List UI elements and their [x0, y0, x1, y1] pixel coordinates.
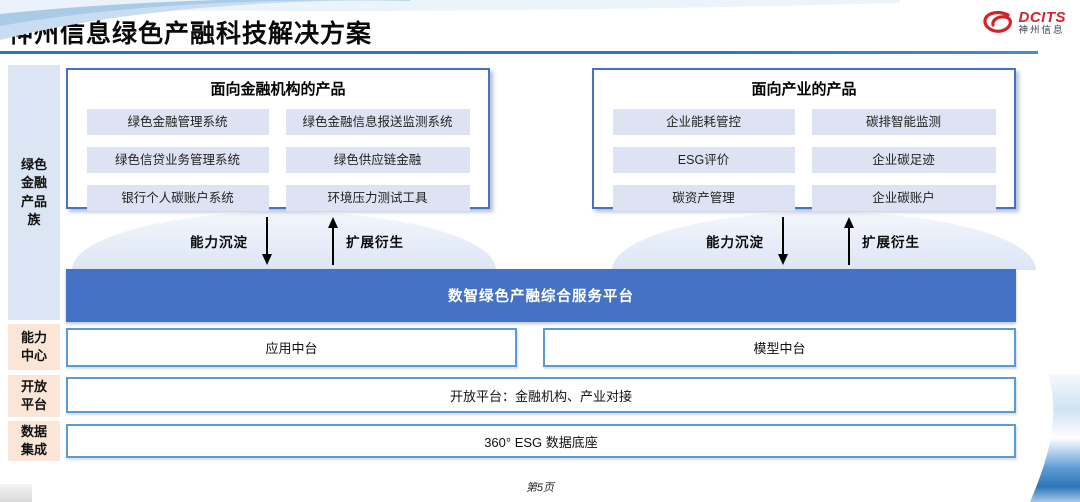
industry-box-grid: 企业能耗管控 碳排智能监测 ESG评价 企业碳足迹 碳资产管理 企业碳账户 — [594, 109, 1014, 211]
product-item: 碳排智能监测 — [811, 109, 996, 135]
capability-sink-label: 能力沉淀 — [190, 235, 248, 250]
product-item: 绿色金融管理系统 — [86, 109, 269, 135]
platform-bar-label: 数智绿色产融综合服务平台 — [448, 289, 634, 305]
arrow-up-icon — [328, 217, 338, 265]
arrow-up-icon — [844, 217, 854, 265]
sidebar-label-open-platform: 开放平台 — [8, 375, 60, 417]
product-item: ESG评价 — [612, 147, 795, 173]
sidebar-label-capability-center: 能力中心 — [8, 324, 60, 370]
expand-derive-label: 扩展衍生 — [862, 235, 920, 250]
application-middle-platform-box: 应用中台 — [66, 328, 517, 367]
page-title: 神州信息绿色产融科技解决方案 — [8, 20, 373, 48]
industry-products-box: 面向产业的产品 企业能耗管控 碳排智能监测 ESG评价 企业碳足迹 碳资产管理 … — [592, 68, 1016, 211]
dcits-swirl-icon — [982, 10, 1012, 33]
arrow-group-left: 能力沉淀 扩展衍生 — [190, 214, 404, 268]
sidebar-label-text: 数据集成 — [20, 423, 47, 457]
logo-cn-text: 神州信息 — [1018, 24, 1065, 36]
product-item: 碳资产管理 — [612, 185, 795, 211]
title-underline — [0, 51, 1038, 54]
platform-bar: 数智绿色产融综合服务平台 — [66, 269, 1016, 322]
page-number: 第5页 — [525, 482, 555, 494]
company-logo: DCITS 神州信息 — [980, 8, 1067, 38]
esg-data-base-box: 360° ESG 数据底座 — [66, 424, 1016, 458]
arrow-down-icon — [778, 217, 788, 265]
sidebar-label-text: 绿色金融产品族 — [20, 157, 47, 227]
product-item: 绿色信贷业务管理系统 — [86, 147, 269, 173]
product-item: 银行个人碳账户系统 — [86, 185, 269, 211]
model-middle-platform-box: 模型中台 — [543, 328, 1016, 367]
finance-box-grid: 绿色金融管理系统 绿色金融信息报送监测系统 绿色信贷业务管理系统 绿色供应链金融… — [68, 109, 488, 211]
expand-derive-label: 扩展衍生 — [346, 235, 404, 250]
capability-sink-label: 能力沉淀 — [706, 235, 764, 250]
product-item: 企业能耗管控 — [612, 109, 795, 135]
sidebar-label-text: 能力中心 — [20, 329, 47, 363]
product-item: 绿色金融信息报送监测系统 — [285, 109, 470, 135]
product-item: 企业碳足迹 — [811, 147, 996, 173]
finance-products-box: 面向金融机构的产品 绿色金融管理系统 绿色金融信息报送监测系统 绿色信贷业务管理… — [66, 68, 490, 211]
corner-swoosh-decoration — [1030, 374, 1080, 502]
product-item: 环境压力测试工具 — [285, 185, 470, 211]
open-platform-box: 开放平台：金融机构、产业对接 — [66, 377, 1016, 413]
product-item: 绿色供应链金融 — [285, 147, 470, 173]
industry-box-title: 面向产业的产品 — [751, 81, 857, 98]
sidebar-label-data-integration: 数据集成 — [8, 421, 60, 461]
bottom-left-decoration — [0, 484, 32, 502]
finance-box-title: 面向金融机构的产品 — [210, 81, 346, 98]
sidebar-label-product-family: 绿色金融产品族 — [8, 65, 60, 320]
arrow-group-right: 能力沉淀 扩展衍生 — [706, 214, 920, 268]
sidebar-label-text: 开放平台 — [20, 378, 47, 412]
arrow-down-icon — [262, 217, 272, 265]
logo-brand-text: DCITS — [1018, 9, 1066, 27]
product-item: 企业碳账户 — [811, 185, 996, 211]
